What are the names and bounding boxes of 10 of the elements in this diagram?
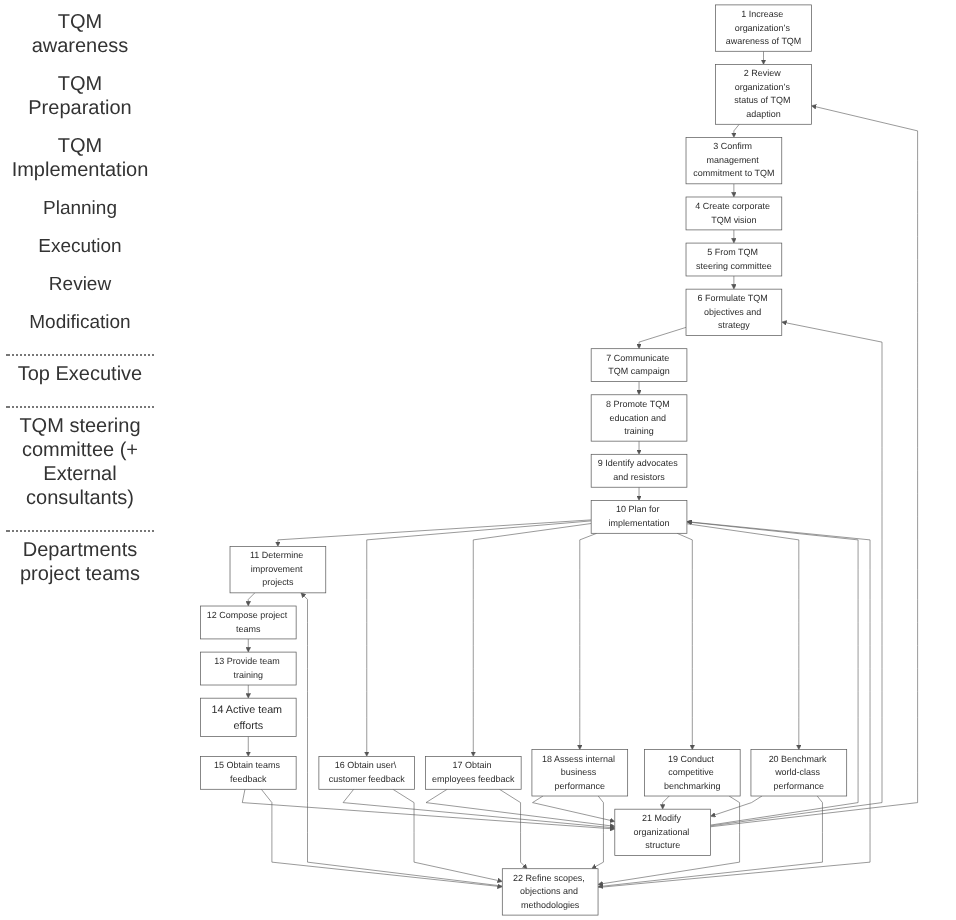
- lane-header: TQM steering committee (+ External consultants): [6, 406, 154, 516]
- phase-header: TQM Preparation: [26, 72, 134, 124]
- phase-header: TQM Implementation: [9, 134, 151, 186]
- lane-header: Top Executive: [6, 354, 154, 392]
- stage-header: Modification: [27, 310, 133, 338]
- phase-header: TQM awareness: [29, 10, 131, 62]
- stage-header: Review: [46, 272, 114, 300]
- stage-header: Planning: [41, 196, 119, 224]
- lane-header: Departments project teams: [6, 530, 154, 592]
- stage-header: Execution: [36, 234, 124, 262]
